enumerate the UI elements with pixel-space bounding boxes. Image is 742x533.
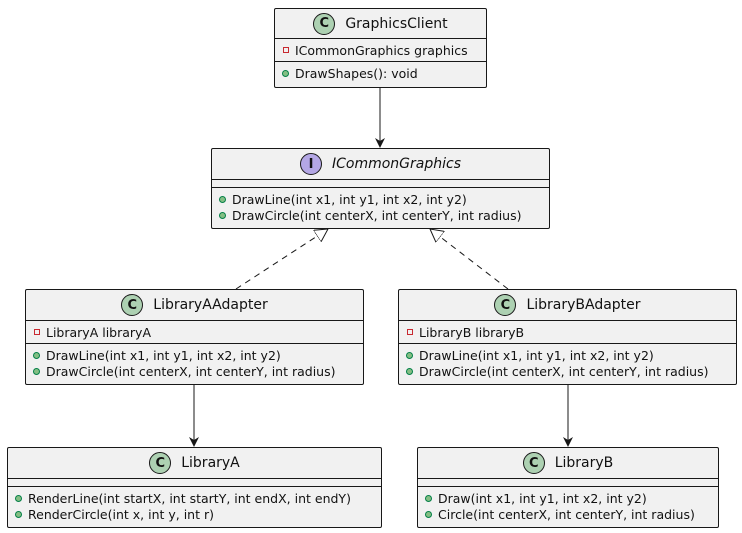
interface-stereotype-icon: I xyxy=(299,153,322,175)
class-stereotype-icon: C xyxy=(522,452,545,474)
methods-section: DrawLine(int x1, int y1, int x2, int y2)… xyxy=(212,188,549,226)
field-row: ICommonGraphics graphics xyxy=(281,42,486,58)
methods-section: DrawShapes(): void xyxy=(275,62,486,84)
method-text: Circle(int centerX, int centerY, int rad… xyxy=(438,506,695,522)
method-text: DrawShapes(): void xyxy=(295,65,418,81)
method-row: RenderCircle(int x, int y, int r) xyxy=(14,506,381,522)
class-header: C LibraryA xyxy=(8,448,381,479)
method-row: DrawLine(int x1, int y1, int x2, int y2) xyxy=(405,347,736,363)
method-text: DrawCircle(int centerX, int centerY, int… xyxy=(419,363,709,379)
field-row: LibraryB libraryB xyxy=(405,324,736,340)
methods-section: RenderLine(int startX, int startY, int e… xyxy=(8,487,381,525)
public-visibility-icon xyxy=(424,494,433,502)
method-text: RenderLine(int startX, int startY, int e… xyxy=(28,490,351,506)
public-visibility-icon xyxy=(32,367,41,375)
method-row: DrawCircle(int centerX, int centerY, int… xyxy=(32,363,363,379)
class-name: LibraryBAdapter xyxy=(526,297,641,313)
public-visibility-icon xyxy=(405,367,414,375)
interface-header: I ICommonGraphics xyxy=(212,149,549,180)
fields-section xyxy=(8,479,381,487)
fields-section: ICommonGraphics graphics xyxy=(275,39,486,62)
method-row: DrawCircle(int centerX, int centerY, int… xyxy=(218,207,549,223)
method-text: DrawLine(int x1, int y1, int x2, int y2) xyxy=(232,191,467,207)
private-visibility-icon xyxy=(405,329,414,335)
class-name: GraphicsClient xyxy=(345,15,448,32)
method-row: DrawCircle(int centerX, int centerY, int… xyxy=(405,363,736,379)
private-visibility-icon xyxy=(32,329,41,335)
interface-name: ICommonGraphics xyxy=(331,156,461,172)
public-visibility-icon xyxy=(32,351,41,359)
edge-librarybadapter-realizes-icommongraphics xyxy=(430,229,509,290)
class-stereotype-icon: C xyxy=(149,452,172,474)
method-row: RenderLine(int startX, int startY, int e… xyxy=(14,490,381,506)
method-row: DrawLine(int x1, int y1, int x2, int y2) xyxy=(218,191,549,207)
class-name: LibraryAAdapter xyxy=(153,297,268,313)
method-row: Circle(int centerX, int centerY, int rad… xyxy=(424,506,718,522)
method-text: DrawLine(int x1, int y1, int x2, int y2) xyxy=(419,347,654,363)
class-header: C GraphicsClient xyxy=(275,9,486,39)
field-text: ICommonGraphics graphics xyxy=(295,42,468,58)
methods-section: DrawLine(int x1, int y1, int x2, int y2)… xyxy=(26,344,363,382)
fields-section xyxy=(212,180,549,188)
method-text: DrawLine(int x1, int y1, int x2, int y2) xyxy=(46,347,281,363)
public-visibility-icon xyxy=(14,494,23,502)
class-header: C LibraryAAdapter xyxy=(26,290,363,321)
method-text: RenderCircle(int x, int y, int r) xyxy=(28,506,214,522)
public-visibility-icon xyxy=(405,351,414,359)
method-text: Draw(int x1, int y1, int x2, int y2) xyxy=(438,490,647,506)
interface-icommongraphics[interactable]: I ICommonGraphics DrawLine(int x1, int y… xyxy=(211,148,550,229)
fields-section xyxy=(418,479,718,487)
fields-section: LibraryB libraryB xyxy=(399,321,736,344)
class-stereotype-icon: C xyxy=(121,294,144,316)
public-visibility-icon xyxy=(281,69,290,77)
method-text: DrawCircle(int centerX, int centerY, int… xyxy=(232,207,522,223)
class-stereotype-icon: C xyxy=(494,294,517,316)
class-librarybadapter[interactable]: C LibraryBAdapter LibraryB libraryB Draw… xyxy=(398,289,737,385)
method-text: DrawCircle(int centerX, int centerY, int… xyxy=(46,363,336,379)
class-header: C LibraryB xyxy=(418,448,718,479)
class-graphicsclient[interactable]: C GraphicsClient ICommonGraphics graphic… xyxy=(274,8,487,88)
field-text: LibraryB libraryB xyxy=(419,324,525,340)
public-visibility-icon xyxy=(218,195,227,203)
methods-section: Draw(int x1, int y1, int x2, int y2) Cir… xyxy=(418,487,718,525)
class-name: LibraryB xyxy=(554,455,614,471)
methods-section: DrawLine(int x1, int y1, int x2, int y2)… xyxy=(399,344,736,382)
method-row: DrawShapes(): void xyxy=(281,65,486,81)
class-name: LibraryA xyxy=(181,455,240,471)
private-visibility-icon xyxy=(281,47,290,53)
class-libraryb[interactable]: C LibraryB Draw(int x1, int y1, int x2, … xyxy=(417,447,719,528)
class-stereotype-icon: C xyxy=(313,12,336,35)
public-visibility-icon xyxy=(218,211,227,219)
public-visibility-icon xyxy=(14,510,23,518)
method-row: Draw(int x1, int y1, int x2, int y2) xyxy=(424,490,718,506)
field-row: LibraryA libraryA xyxy=(32,324,363,340)
method-row: DrawLine(int x1, int y1, int x2, int y2) xyxy=(32,347,363,363)
fields-section: LibraryA libraryA xyxy=(26,321,363,344)
class-libraryaadapter[interactable]: C LibraryAAdapter LibraryA libraryA Draw… xyxy=(25,289,364,385)
field-text: LibraryA libraryA xyxy=(46,324,151,340)
class-header: C LibraryBAdapter xyxy=(399,290,736,321)
public-visibility-icon xyxy=(424,510,433,518)
class-librarya[interactable]: C LibraryA RenderLine(int startX, int st… xyxy=(7,447,382,528)
edge-libraryaadapter-realizes-icommongraphics xyxy=(235,229,328,290)
